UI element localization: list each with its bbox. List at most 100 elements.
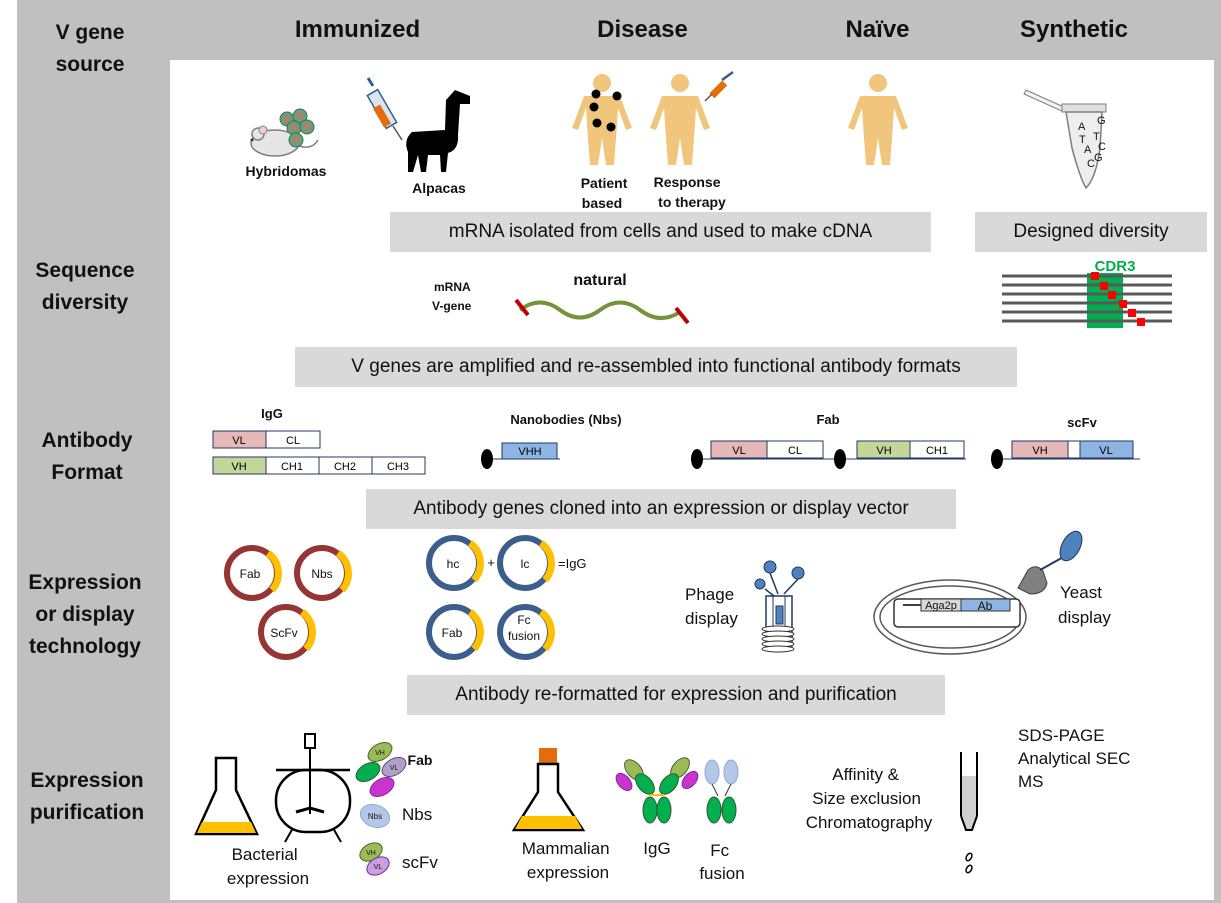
fab-fragment-icon: VH VL: [355, 742, 407, 797]
wave-end-marker: [674, 306, 690, 325]
domain-mini-label: Nbs: [368, 812, 382, 821]
yeast-display-label: Yeast display: [1058, 583, 1111, 627]
row-label-line: purification: [29, 801, 145, 824]
label-line: MS: [1018, 772, 1044, 791]
banner-cloned: Antibody genes cloned into an expression…: [366, 489, 956, 529]
column-header-synthetic: Synthetic: [1019, 16, 1129, 43]
fc-fusion-icon: [704, 759, 739, 824]
domain-mini-label: VH: [366, 850, 376, 857]
row-label-line: Antibody: [41, 429, 133, 452]
bacterial-expression-label: Bacterial expression: [227, 845, 309, 888]
banner-reformatted: Antibody re-formatted for expression and…: [407, 675, 945, 715]
domain-label: CH3: [387, 461, 409, 473]
label-line: SDS-PAGE: [1018, 726, 1105, 745]
scfv-fragment-icon: VH VL: [359, 842, 390, 876]
banner-designed-diversity: Designed diversity: [975, 212, 1207, 252]
tube-letter: A: [1084, 144, 1092, 156]
domain-label: VL: [732, 445, 745, 457]
plasmid-label: Nbs: [311, 567, 332, 581]
row-label-line: diversity: [41, 291, 129, 314]
label-line: Bacterial: [232, 845, 298, 864]
cdr3-library-icon: [1002, 272, 1172, 328]
column-header-naive: Naïve: [845, 16, 910, 43]
bioreactor-icon: [274, 733, 352, 843]
plasmid-label: lc: [521, 557, 530, 571]
cdr3-label: CDR3: [1095, 258, 1136, 275]
qc-methods-label: SDS-PAGE Analytical SEC MS: [1018, 726, 1135, 791]
label-line: to therapy: [658, 194, 726, 210]
blue-plasmid-icons: hc lc Fab Fc fusion: [426, 535, 555, 660]
row-label-line: or display: [35, 603, 135, 626]
chromatography-column-icon: [960, 752, 978, 874]
ab-label: Ab: [978, 599, 993, 613]
tube-letter: T: [1079, 134, 1086, 146]
label-line: fusion: [699, 864, 744, 883]
natural-label: natural: [573, 272, 626, 289]
naive-body-icon: [848, 74, 908, 165]
row-label-line: technology: [28, 635, 141, 658]
domain-mini-label: VL: [374, 864, 383, 871]
label-line: expression: [227, 869, 309, 888]
scfv-title: scFv: [1067, 415, 1097, 430]
content-panel: [170, 60, 1214, 900]
row-label-line: V gene: [55, 21, 125, 44]
igg-format-diagram: VL CL VH CH1 CH2 CH3: [212, 430, 426, 475]
domain-mini-label: VH: [375, 750, 385, 757]
banner-mrna: mRNA isolated from cells and used to mak…: [390, 212, 931, 252]
plasmid-label: Fab: [442, 626, 463, 640]
patient-body-icon: [572, 74, 632, 165]
equals-igg-label: =IgG: [558, 556, 587, 571]
label-line: Analytical SEC: [1018, 749, 1130, 768]
label-line: mRNA: [434, 280, 471, 294]
plasmid-label: ScFv: [270, 626, 297, 640]
domain-label: CH1: [926, 445, 948, 457]
label-line: display: [685, 609, 738, 628]
label-line: Phage: [685, 585, 734, 604]
tube-letter: G: [1097, 115, 1106, 127]
domain-label: VH: [1032, 445, 1047, 457]
aga2p-label: Aga2p: [925, 600, 957, 612]
tube-letter: G: [1094, 152, 1103, 164]
syringe-icon: [366, 77, 403, 141]
response-body-icon: [650, 70, 734, 165]
mrna-vgene-label: mRNA V-gene: [432, 280, 474, 313]
alpaca-icon: [406, 90, 470, 172]
label-line: Yeast: [1060, 583, 1102, 602]
row-label-sequence-diversity: Sequence diversity: [15, 255, 155, 319]
phage-display-label: Phage display: [685, 585, 739, 628]
bacterial-flask-icon: [194, 756, 259, 836]
tube-letters: A G T T A C G C: [1078, 115, 1106, 170]
igg-label: IgG: [643, 839, 670, 858]
label-line: Size exclusion: [812, 789, 921, 808]
phage-icon: [754, 560, 805, 653]
label-line: Chromatography: [806, 813, 933, 832]
yeast-cell-icon: [873, 530, 1083, 655]
label-line: based: [582, 195, 622, 211]
domain-mini-label: VL: [390, 765, 399, 772]
label-line: expression: [527, 863, 609, 882]
igg-title: IgG: [261, 406, 283, 421]
plasmid-label: Fc: [517, 613, 530, 627]
label-line: Fc: [710, 841, 729, 860]
label-line: Patient: [581, 175, 628, 191]
domain-label: CH1: [281, 461, 303, 473]
scfv-label: scFv: [402, 853, 438, 872]
domain-label: CL: [788, 445, 802, 457]
row-label-antibody-format: Antibody Format: [17, 425, 157, 489]
row-label-v-gene-source: V gene source: [20, 17, 160, 81]
synthetic-tube-icon: [1023, 89, 1107, 190]
tube-letter: T: [1093, 131, 1100, 143]
domain-label: VL: [1099, 445, 1112, 457]
row-label-line: Sequence: [35, 259, 135, 282]
mammalian-expression-label: Mammalian expression: [522, 839, 615, 882]
domain-label: CL: [286, 435, 300, 447]
plus-sign: +: [487, 555, 495, 570]
mouse-hybridoma-icon: [250, 108, 319, 157]
plasmid-label: hc: [447, 557, 460, 571]
domain-label: VL: [232, 435, 245, 447]
label-line: Response: [654, 174, 721, 190]
domain-label: VH: [876, 445, 891, 457]
red-plasmid-icons: Fab Nbs ScFv: [224, 545, 352, 660]
domain-label: VH: [231, 461, 246, 473]
